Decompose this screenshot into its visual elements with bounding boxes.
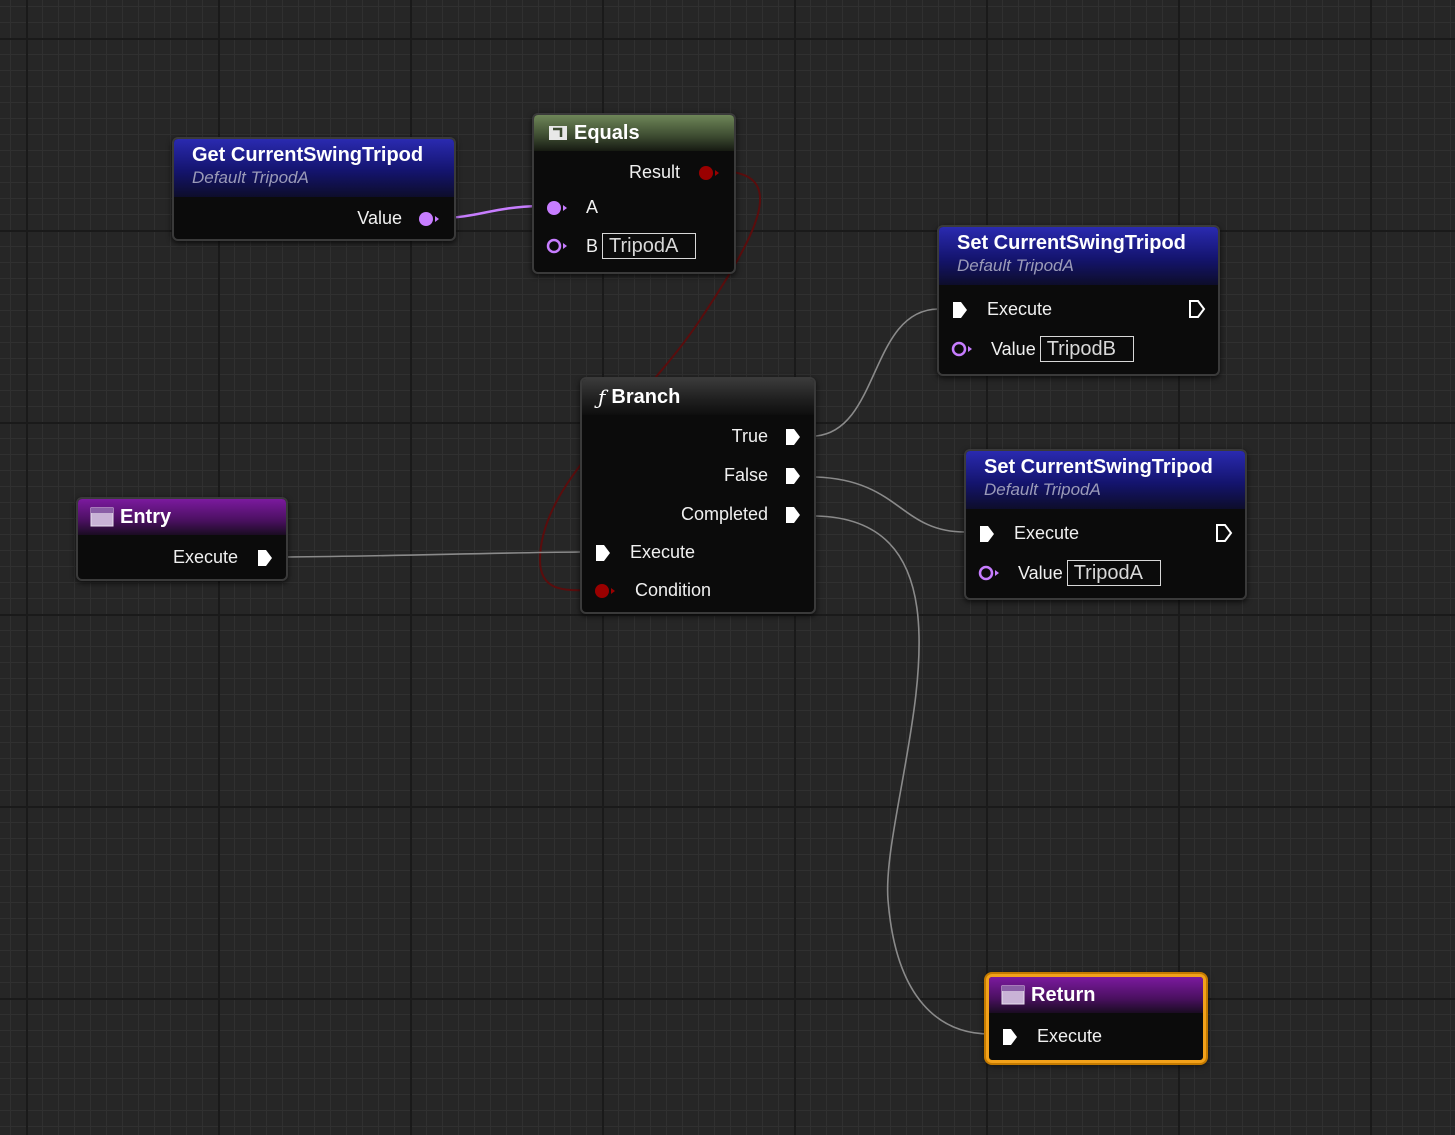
wire-entry-to-branch: [286, 551, 581, 558]
exec-pin-icon[interactable]: [784, 505, 802, 525]
pin-label: A: [586, 197, 599, 217]
output-pin-true[interactable]: True: [732, 426, 802, 447]
get-variable-node[interactable]: Get CurrentSwingTripod Default TripodA V…: [172, 137, 456, 241]
node-title: Return: [1031, 984, 1096, 1006]
variable-pin-icon[interactable]: [418, 211, 440, 227]
wire-completed-to-return: [815, 515, 991, 1035]
node-title: Entry: [120, 506, 172, 528]
set-variable-node-b[interactable]: Set CurrentSwingTripod Default TripodA E…: [937, 225, 1220, 376]
b-value-field[interactable]: TripodA: [602, 233, 697, 259]
bool-pin-icon[interactable]: [698, 165, 720, 181]
pin-label: Result: [628, 162, 680, 182]
node-title: Set CurrentSwingTripod: [957, 232, 1186, 254]
exec-pin-icon[interactable]: [978, 524, 996, 544]
exec-pin-icon[interactable]: [256, 548, 274, 568]
node-subtitle: Default TripodA: [984, 480, 1101, 499]
node-header[interactable]: ƒ Branch: [582, 379, 814, 415]
branch-node[interactable]: ƒ Branch True False Completed Execute Co…: [580, 377, 816, 614]
node-header[interactable]: Return: [989, 977, 1203, 1013]
pin-label: Condition: [635, 580, 712, 600]
input-pin-a[interactable]: A: [546, 197, 598, 218]
node-title: Branch: [611, 386, 681, 408]
input-pin-value[interactable]: Value TripodA: [978, 560, 1161, 586]
node-header[interactable]: Entry: [78, 499, 286, 535]
node-header[interactable]: Set CurrentSwingTripod Default TripodA: [966, 451, 1245, 509]
variable-pin-hollow-icon[interactable]: [951, 341, 973, 357]
exec-pin-icon[interactable]: [594, 543, 612, 563]
input-pin-condition[interactable]: Condition: [594, 580, 711, 601]
variable-pin-hollow-icon[interactable]: [978, 565, 1000, 581]
wire-false-to-set-a: [815, 476, 966, 533]
set-variable-node-a[interactable]: Set CurrentSwingTripod Default TripodA E…: [964, 449, 1247, 600]
output-pin-value[interactable]: Value: [357, 208, 440, 229]
equals-function-icon: [549, 126, 567, 140]
value-field[interactable]: TripodB: [1039, 336, 1134, 362]
variable-pin-icon[interactable]: [546, 200, 568, 216]
output-pin-execute[interactable]: Execute: [173, 547, 274, 568]
pin-label: B: [586, 235, 599, 256]
pin-label: Execute: [987, 299, 1053, 319]
pin-label: True: [731, 426, 768, 446]
input-pin-value[interactable]: Value TripodB: [951, 336, 1134, 362]
pin-label: Execute: [172, 547, 238, 567]
pin-label: Value: [991, 338, 1036, 359]
pin-label: False: [723, 465, 768, 485]
pin-label: Value: [1018, 562, 1063, 583]
exec-pin-icon[interactable]: [784, 427, 802, 447]
return-node[interactable]: Return Execute: [986, 974, 1206, 1063]
value-field[interactable]: TripodA: [1066, 560, 1161, 586]
pin-label: Completed: [680, 504, 768, 524]
bool-pin-icon[interactable]: [594, 583, 616, 599]
input-pin-b[interactable]: B TripodA: [546, 233, 697, 259]
input-pin-execute[interactable]: Execute: [1001, 1026, 1102, 1047]
output-pin-completed[interactable]: Completed: [681, 504, 802, 525]
input-pin-execute[interactable]: Execute: [594, 542, 695, 563]
node-subtitle: Default TripodA: [957, 256, 1074, 275]
exec-pin-icon[interactable]: [1001, 1027, 1019, 1047]
node-header[interactable]: Get CurrentSwingTripod Default TripodA: [174, 139, 454, 197]
output-pin-false[interactable]: False: [724, 465, 802, 486]
pin-label: Execute: [1037, 1026, 1103, 1046]
input-pin-execute[interactable]: Execute: [951, 299, 1052, 320]
exec-pin-icon[interactable]: [951, 300, 969, 320]
exec-pin-icon[interactable]: [784, 466, 802, 486]
node-title: Equals: [574, 122, 640, 144]
output-pin-result[interactable]: Result: [629, 162, 720, 183]
pin-label: Value: [357, 208, 402, 228]
node-title: Set CurrentSwingTripod: [984, 456, 1213, 478]
variable-pin-hollow-icon[interactable]: [546, 238, 568, 254]
pin-label: Execute: [1014, 523, 1080, 543]
function-icon: ƒ: [598, 385, 606, 409]
node-header[interactable]: Equals: [534, 115, 734, 151]
equals-node[interactable]: Equals Result A B TripodA: [532, 113, 736, 274]
wire-true-to-set-b: [815, 308, 939, 437]
exec-output-pin-hollow-icon[interactable]: [1188, 299, 1206, 319]
exec-output-pin-hollow-icon[interactable]: [1215, 523, 1233, 543]
node-subtitle: Default TripodA: [192, 168, 309, 187]
node-title: Get CurrentSwingTripod: [192, 144, 424, 166]
event-icon: [1001, 985, 1025, 1005]
node-header[interactable]: Set CurrentSwingTripod Default TripodA: [939, 227, 1218, 285]
input-pin-execute[interactable]: Execute: [978, 523, 1079, 544]
pin-label: Execute: [630, 542, 696, 562]
entry-node[interactable]: Entry Execute: [76, 497, 288, 581]
event-icon: [90, 507, 114, 527]
